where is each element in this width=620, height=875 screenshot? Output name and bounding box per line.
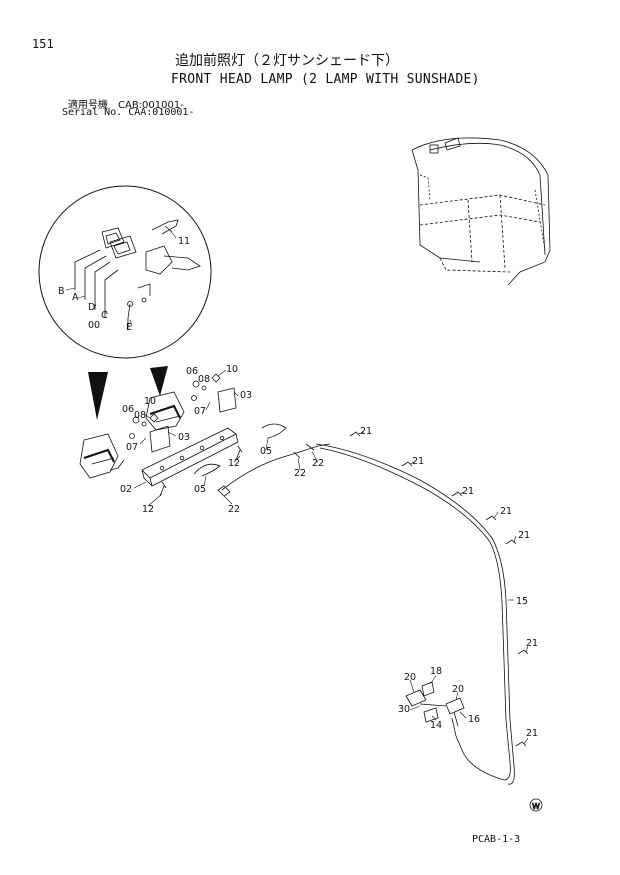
label-21-a: 21 [360,426,372,437]
label-21-b: 21 [412,456,424,467]
w-mark-label: W [532,802,540,811]
lamp-right [145,391,185,431]
label-00: 00 [88,320,100,331]
label-12-left: 12 [142,504,154,515]
mounting-bar [141,427,239,487]
clamp-05-left [193,463,221,477]
label-10-lower: 10 [144,396,156,407]
serial-number: Serial No. CAA:010001- [62,107,195,118]
bolt-right [235,445,243,461]
label-22-c: 22 [312,458,324,469]
label-11: 11 [178,236,190,247]
title-japanese: 追加前照灯（２灯サンシェード下） [175,53,399,69]
label-21-f: 21 [526,638,538,649]
label-E: E [126,322,132,333]
label-21-g: 21 [526,728,538,739]
harness [217,443,515,785]
lamp-left [79,433,125,479]
label-12-right: 12 [228,458,240,469]
page-number: 151 [32,37,54,51]
hardware [129,373,221,439]
clamp-05-right [261,423,287,439]
bracket-right [217,387,237,413]
label-C: C [101,310,108,321]
label-05-right: 05 [260,446,272,457]
label-06-lower: 06 [122,404,134,415]
cab-outline [411,137,551,286]
label-18: 18 [430,666,442,677]
w-mark [529,798,543,812]
part-labels: 11 B A D C 00 E 06 08 10 03 07 06 08 10 … [58,236,538,739]
label-05-left: 05 [194,484,206,495]
label-22-a: 22 [228,504,240,515]
serial-applicable: 適用号機 CAB:001001- [68,100,184,111]
label-16: 16 [468,714,480,725]
label-21-c: 21 [462,486,474,497]
detail-view [38,185,212,359]
title-english: FRONT HEAD LAMP (2 LAMP WITH SUNSHADE) [171,72,480,87]
pointer-right [150,366,168,396]
label-07-lower: 07 [126,442,138,453]
label-08-upper: 08 [198,374,210,385]
leader-lines [65,229,529,745]
label-22-b: 22 [294,468,306,479]
label-30: 30 [398,704,410,715]
drawing-code: PCAB-1-3 [472,834,521,845]
label-D: D [88,302,95,313]
switch-assembly [405,681,465,727]
label-A: A [72,292,79,303]
label-10-upper: 10 [226,364,238,375]
label-20-left: 20 [404,672,416,683]
label-03-upper: 03 [240,390,252,401]
label-21-e: 21 [518,530,530,541]
label-15: 15 [516,596,528,607]
label-21-d: 21 [500,506,512,517]
label-06-upper: 06 [186,366,198,377]
label-20-right: 20 [452,684,464,695]
label-07-upper: 07 [194,406,206,417]
label-14: 14 [430,720,442,731]
label-03-lower: 03 [178,432,190,443]
bolt-left [159,481,167,497]
label-B: B [58,286,65,297]
label-02: 02 [120,484,132,495]
label-08-lower: 08 [134,410,146,421]
pointer-left [88,372,108,420]
clips [349,431,529,747]
bracket-left [149,425,171,453]
